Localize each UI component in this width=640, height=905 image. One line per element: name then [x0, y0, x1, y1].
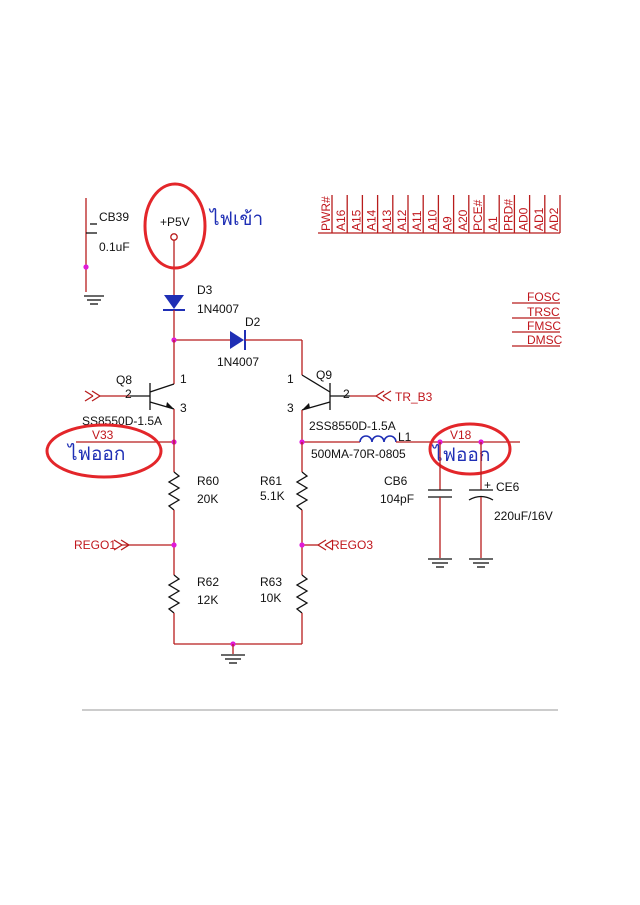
capacitor-ce6: + CE6 220uF/16V [468, 442, 553, 568]
out-right-annotation: ไฟออก [431, 444, 490, 466]
q9-pin2: 2 [343, 387, 350, 401]
v33-net-label: V33 [92, 428, 114, 442]
bus-top-label: A11 [410, 210, 424, 231]
transistor-q8: Q8 1 2 3 SS8550D-1.5A [82, 340, 187, 432]
ground-icon [221, 654, 245, 664]
q9-pin3: 3 [287, 401, 294, 415]
r63-ref: R63 [260, 575, 282, 589]
bus-top-label: AD2 [547, 207, 561, 231]
r63-value: 10K [260, 591, 281, 605]
bus-top-label: A15 [349, 209, 363, 231]
q9-value: 2SS8550D-1.5A [309, 419, 396, 433]
bus-top-label: A9 [441, 216, 455, 231]
r61-ref: R61 [260, 474, 282, 488]
ground-icon [469, 558, 493, 568]
bus-top-label: A12 [395, 209, 409, 231]
ground-bus [174, 641, 302, 664]
cb39-value: 0.1uF [99, 240, 130, 254]
p5v-net-label: +P5V [160, 215, 190, 229]
rego3-net-label: REGO3 [331, 538, 373, 552]
d3-ref: D3 [197, 283, 213, 297]
q9-pin1: 1 [287, 372, 294, 386]
d2-value: 1N4007 [217, 355, 259, 369]
ce6-value: 220uF/16V [494, 509, 553, 523]
bus-top-label: PWR# [319, 196, 333, 231]
q8-ref: Q8 [116, 373, 132, 387]
bus-right-label: FOSC [527, 290, 561, 304]
bus-top-label: A13 [380, 209, 394, 231]
v18-net-label: V18 [450, 428, 472, 442]
power-input-p5v: +P5V [160, 215, 190, 288]
bus-right-group: FOSC TRSC FMSC DMSC [512, 290, 563, 347]
power-in-callout [143, 182, 207, 270]
bus-top-label: A16 [334, 209, 348, 231]
l1-ref: L1 [398, 430, 412, 444]
cb6-value: 104pF [380, 492, 414, 506]
q8-pin3: 3 [180, 401, 187, 415]
bus-top-label: A14 [365, 209, 379, 231]
power-in-annotation: ไฟเข้า [208, 208, 263, 230]
bus-top-label: AD1 [532, 207, 546, 231]
q8-pin2: 2 [125, 387, 132, 401]
bus-top-label: A20 [456, 209, 470, 231]
r62-ref: R62 [197, 575, 219, 589]
bus-right-label: DMSC [527, 333, 563, 347]
r61-value: 5.1K [260, 489, 285, 503]
transistor-q9: Q9 1 2 3 2SS8550D-1.5A TR_B3 [287, 368, 433, 442]
r62-value: 12K [197, 593, 218, 607]
ce6-ref: CE6 [496, 480, 520, 494]
bus-top-label: PRD# [501, 199, 515, 231]
bus-right-label: FMSC [527, 319, 561, 333]
capacitor-cb39: CB39 0.1uF [83, 198, 130, 305]
diode-d3: D3 1N4007 [163, 283, 239, 340]
inductor-l1: L1 500MA-70R-0805 [299, 430, 520, 461]
capacitor-cb6: CB6 104pF [380, 442, 452, 568]
diode-d2: D2 1N4007 [174, 315, 303, 375]
bus-top-label: A10 [425, 209, 439, 231]
r60-ref: R60 [197, 474, 219, 488]
resistor-r60: R60 20K [167, 471, 219, 575]
resistor-r63: R63 10K [260, 574, 309, 644]
cb39-ref: CB39 [99, 210, 129, 224]
l1-value: 500MA-70R-0805 [311, 447, 406, 461]
q9-ref: Q9 [316, 368, 332, 382]
out-left-annotation: ไฟออก [66, 443, 125, 465]
resistor-r61: R61 5.1K [260, 442, 309, 575]
d2-ref: D2 [245, 315, 261, 329]
resistor-r62: R62 12K [167, 574, 219, 644]
rego1-net-label: REGO1 [74, 538, 116, 552]
r60-value: 20K [197, 492, 218, 506]
bus-top-label: PCE# [471, 199, 485, 231]
ground-icon [84, 295, 104, 305]
bus-top-label: AD0 [517, 207, 531, 231]
d3-value: 1N4007 [197, 302, 239, 316]
cb6-ref: CB6 [384, 474, 408, 488]
q8-pin1: 1 [180, 372, 187, 386]
out-left-callout [45, 423, 163, 479]
bus-right-label: TRSC [527, 305, 560, 319]
out-right-callout [428, 422, 512, 476]
net-rego3: REGO3 [299, 538, 373, 552]
bus-top-label: A1 [486, 216, 500, 231]
ground-icon [428, 558, 452, 568]
tr-b3-net-label: TR_B3 [395, 390, 433, 404]
net-rego1: REGO1 [74, 538, 177, 552]
ce6-polarity: + [484, 478, 491, 492]
